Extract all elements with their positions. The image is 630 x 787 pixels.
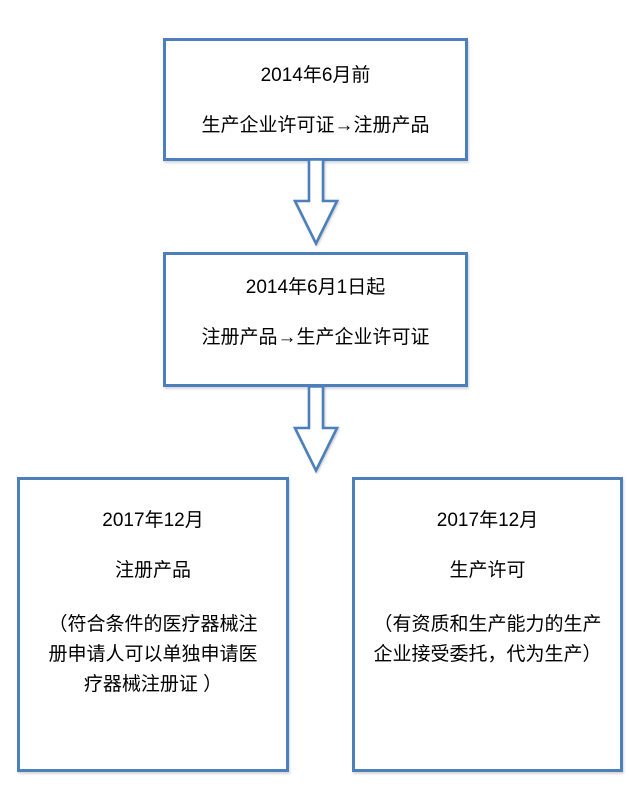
box-note: （符合条件的医疗器械注 册申请人可以单独申请医 疗器械注册证 ） <box>48 614 258 695</box>
flow-box-2017-registered-product: 2017年12月 注册产品 （符合条件的医疗器械注 册申请人可以单独申请医 疗器… <box>17 477 289 772</box>
box-subtitle: 注册产品 <box>114 560 191 581</box>
down-arrow-icon <box>292 385 340 473</box>
box-note: （有资质和生产能力的生产 企业接受委托，代为生产） <box>373 614 602 665</box>
box-title: 2014年6月1日起 <box>245 277 386 298</box>
box-title: 2017年12月 <box>102 510 204 531</box>
box-subtitle: 生产许可 <box>449 560 526 581</box>
box-title: 2017年12月 <box>436 510 539 531</box>
box-title: 2014年6月前 <box>260 65 371 86</box>
down-arrow-icon <box>292 158 340 246</box>
box-body: 生产企业许可证→注册产品 <box>201 115 430 136</box>
flow-box-2014-june-onward: 2014年6月1日起 注册产品→生产企业许可证 <box>163 252 468 387</box>
box-body: 注册产品→生产企业许可证 <box>201 327 430 348</box>
flow-box-2017-production-license: 2017年12月 生产许可 （有资质和生产能力的生产 企业接受委托，代为生产） <box>352 477 623 772</box>
flow-box-2014-before: 2014年6月前 生产企业许可证→注册产品 <box>163 38 468 161</box>
